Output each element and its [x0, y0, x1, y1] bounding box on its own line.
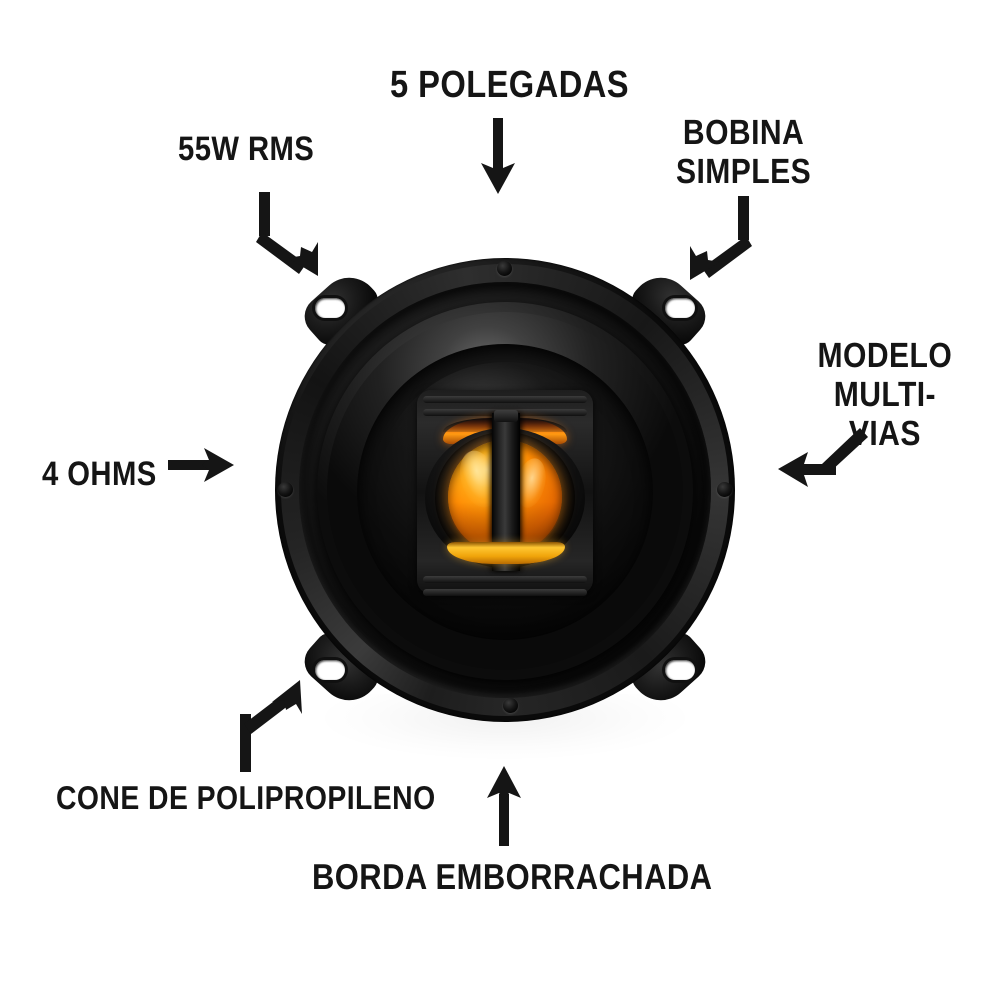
mounting-hole-bottom-left	[315, 660, 345, 680]
arrow-right-straight-icon	[168, 448, 234, 482]
tweeter-ridge-bottom-inner	[423, 576, 587, 583]
arrow-down-straight-icon	[481, 118, 515, 194]
annotation-label-55w-rms: 55W RMS	[178, 130, 315, 168]
annotation-label-modelo-multi-vias: MODELO MULTI-VIAS	[798, 336, 972, 454]
tweeter-ridge-bottom-outer	[423, 589, 587, 596]
annotation-label-4-ohms: 4 OHMS	[42, 455, 157, 493]
annotation-label-borda-emborrachada: BORDA EMBORRACHADA	[312, 856, 713, 897]
annotation-label-modelo-line2: MULTI-VIAS	[833, 375, 937, 454]
speaker-product-image	[265, 250, 745, 730]
annotation-label-bobina-simples: BOBINA SIMPLES	[676, 113, 811, 191]
frame-screw-bottom	[503, 698, 518, 713]
tweeter-bridge-cap	[494, 410, 518, 422]
annotation-label-bobina-line2: SIMPLES	[676, 152, 812, 192]
frame-screw-top	[497, 261, 512, 276]
arrow-up-straight-icon	[487, 766, 521, 846]
mounting-hole-top-right	[665, 298, 695, 318]
mounting-hole-top-left	[315, 298, 345, 318]
frame-screw-right	[717, 482, 732, 497]
frame-screw-left	[278, 482, 293, 497]
tweeter-ridge-top-outer	[423, 396, 587, 403]
annotation-label-cone-de-polipropileno: CONE DE POLIPROPILENO	[56, 779, 436, 816]
mounting-hole-bottom-right	[665, 660, 695, 680]
orange-accent-arc-bottom	[447, 542, 565, 564]
annotation-label-bobina-line1: BOBINA	[682, 113, 805, 152]
annotation-label-modelo-line1: MODELO	[817, 336, 953, 375]
annotation-label-5-polegadas: 5 POLEGADAS	[390, 64, 629, 106]
